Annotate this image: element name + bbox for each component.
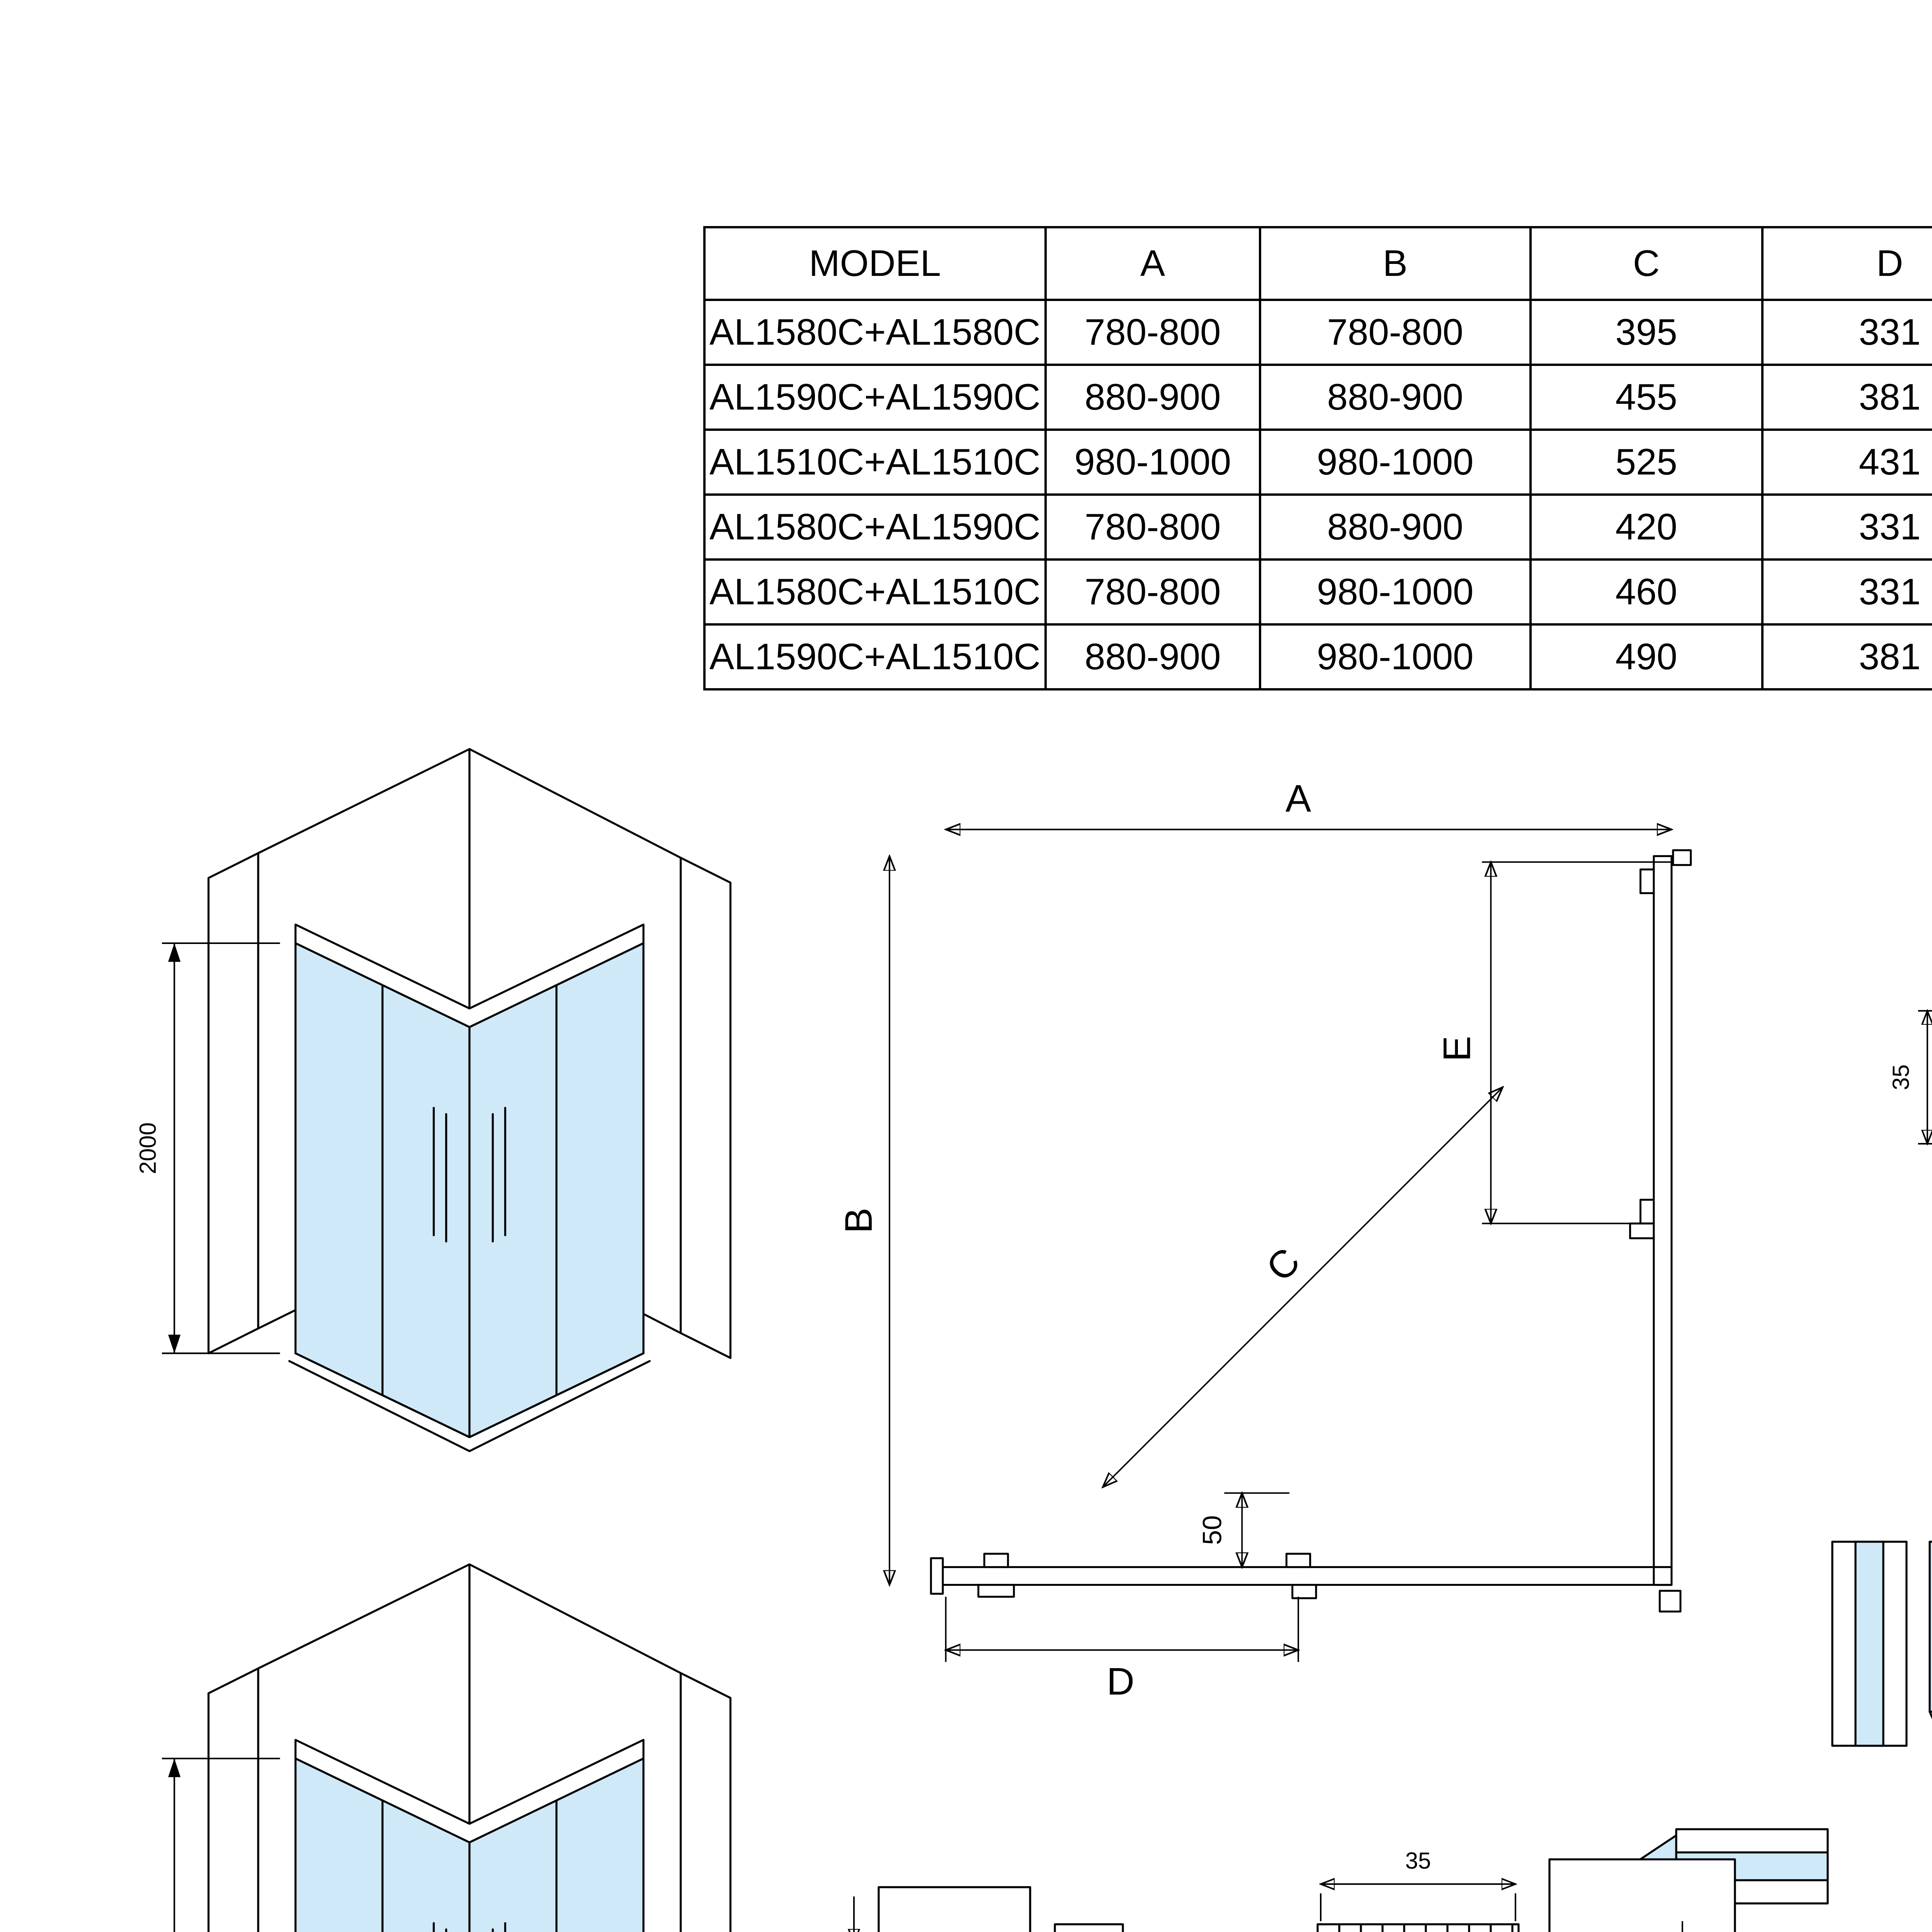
cell-b: 980-1000 [1259,623,1532,690]
col-header-d: D [1761,226,1932,301]
table-row: AL1510C+AL1510C 980-1000 980-1000 525 43… [703,429,1932,496]
cell-d: 331 [1761,299,1932,366]
dim-label-d: D [1107,1660,1134,1703]
wall-profile-section [1054,1923,1124,1932]
cell-c: 490 [1529,623,1764,690]
corner-joint-detail [1629,1541,1932,1905]
cell-a: 880-900 [1044,623,1261,690]
height-dimension: 2000 [162,1758,280,1932]
table-row: AL1580C+AL1580C 780-800 780-800 395 331 … [703,299,1932,366]
cell-d: 431 [1761,429,1932,496]
dim-label-a: A [1286,777,1311,820]
model-dimensions-table: MODEL A B C D E AL1580C+AL1580C 780-800 … [703,226,1932,690]
cell-model: AL1580C+AL1510C [703,558,1047,626]
isometric-view-top: 2000 [134,748,731,1452]
col-header-c: C [1529,226,1764,301]
cell-a: 980-1000 [1044,429,1261,496]
col-header-b: B [1259,226,1532,301]
vertical-glass-panel [1831,1541,1908,1747]
plan-view: A B E C D 50 [837,777,1692,1703]
dim-label-b: B [837,1208,880,1233]
cell-b: 780-800 [1259,299,1532,366]
dim-label-profile-width: 35 [1405,1848,1431,1874]
height-dimension: 2000 [134,942,280,1354]
cell-c: 395 [1529,299,1764,366]
cell-a: 780-800 [1044,558,1261,626]
cell-d: 331 [1761,558,1932,626]
cell-c: 455 [1529,364,1764,431]
cell-b: 980-1000 [1259,429,1532,496]
cell-model: AL1590C+AL1510C [703,623,1047,690]
table-header-row: MODEL A B C D E [703,226,1932,301]
cell-b: 980-1000 [1259,558,1532,626]
wall-profile-detail-bottom: 35 0-20 18,2 8 [823,1848,1736,1932]
table-row: AL1580C+AL1590C 780-800 880-900 420 331 … [703,493,1932,561]
plan-dimensions: A B E C D 50 [837,777,1672,1703]
table-row: AL1590C+AL1510C 880-900 980-1000 490 381… [703,623,1932,690]
cell-a: 780-800 [1044,493,1261,561]
col-header-model: MODEL [703,226,1047,301]
dim-label-e: E [1436,1036,1479,1061]
cell-a: 780-800 [1044,299,1261,366]
cell-a: 880-900 [1044,364,1261,431]
cell-d: 381 [1761,364,1932,431]
detail-dimensions: 18,2 35 0-20 [1888,786,1932,1181]
shower-enclosure-drawing [207,1563,731,1932]
adjacent-door-panel [1548,1858,1736,1932]
cell-b: 880-900 [1259,493,1532,561]
cell-b: 880-900 [1259,364,1532,431]
col-header-a: A [1044,226,1261,301]
detail-dimensions: 35 0-20 18,2 8 [818,1848,1683,1932]
cell-c: 460 [1529,558,1764,626]
dim-label-50: 50 [1197,1515,1227,1545]
dim-label-profile-depth: 35 [1888,1065,1914,1090]
cell-model: AL1510C+AL1510C [703,429,1047,496]
door-profile-section [1316,1923,1520,1932]
wall-section [878,1886,1031,1932]
table-row: AL1580C+AL1510C 780-800 980-1000 460 331… [703,558,1932,626]
isometric-view-bottom: 2000 [162,1563,731,1932]
cell-model: AL1580C+AL1590C [703,493,1047,561]
plan-rails-drawing [930,849,1692,1613]
wall-profile-detail-top: 18,2 35 0-20 [1888,773,1932,1546]
cell-c: 525 [1529,429,1764,496]
cell-d: 331 [1761,493,1932,561]
cell-model: AL1590C+AL1590C [703,364,1047,431]
height-dimension-label: 2000 [134,1122,161,1174]
table-row: AL1590C+AL1590C 880-900 880-900 455 381 … [703,364,1932,431]
cell-model: AL1580C+AL1580C [703,299,1047,366]
corner-seal-profile [1929,1541,1932,1719]
cell-d: 381 [1761,623,1932,690]
shower-enclosure-drawing [207,748,731,1452]
dim-label-c: C [1258,1240,1308,1289]
cell-c: 420 [1529,493,1764,561]
